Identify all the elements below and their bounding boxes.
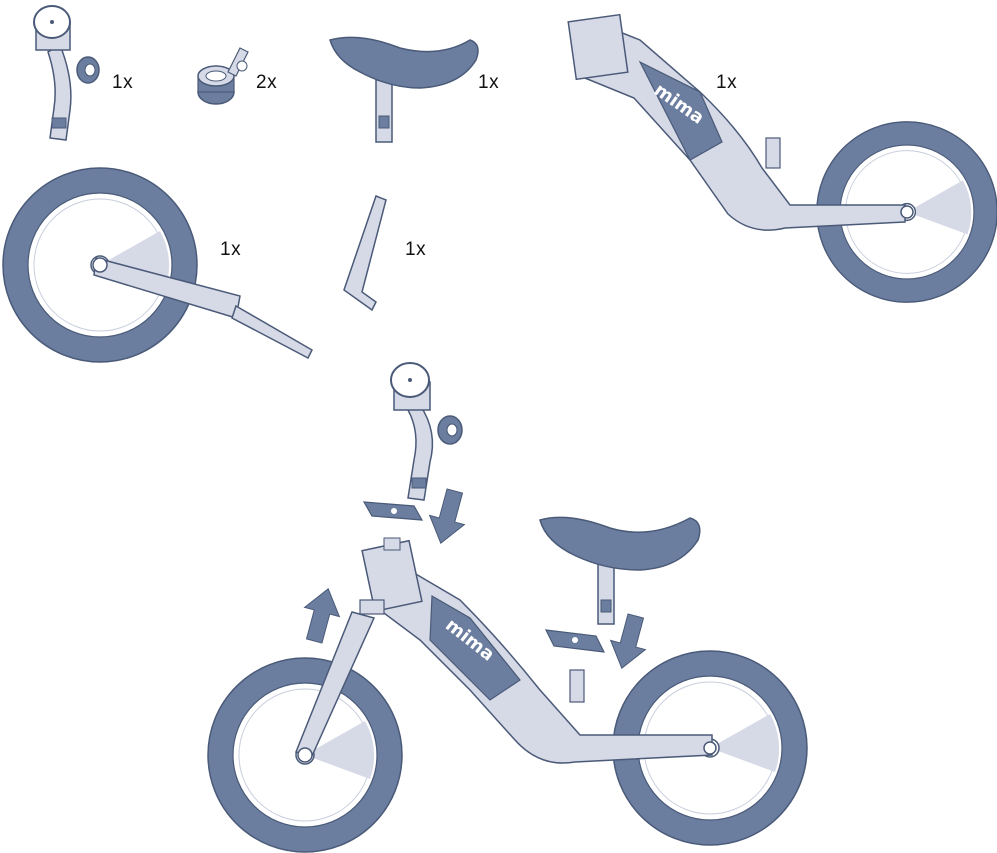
front-wheel-icon [3,168,312,362]
frame-icon: mima [568,15,997,303]
assembly-view: mima [208,363,807,852]
allen-key-icon [344,196,386,310]
saddle-icon [330,37,478,142]
handlebar-icon [34,6,99,140]
clamp-icon [198,48,248,104]
up-arrow-icon [297,584,346,645]
down-arrow-icon [423,486,472,547]
